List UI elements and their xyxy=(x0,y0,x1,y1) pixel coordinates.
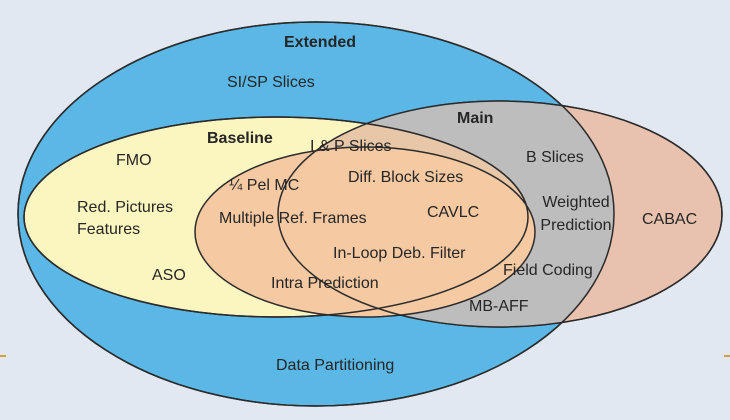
b-slices-label: B Slices xyxy=(526,149,584,166)
intra-prediction-label: Intra Prediction xyxy=(271,275,379,292)
red-pictures-label-line1: Red. Pictures xyxy=(77,199,174,216)
red-pictures-label-line2: Features xyxy=(77,221,141,238)
left-tick-mark xyxy=(0,355,6,357)
baseline-outline xyxy=(23,116,529,318)
in-loop-deb-filter-label: In-Loop Deb. Filter xyxy=(333,245,466,262)
core-ellipse xyxy=(194,146,536,318)
diff-block-sizes-label: Diff. Block Sizes xyxy=(348,169,464,186)
mb-aff-label: MB-AFF xyxy=(469,298,529,315)
extended-title: Extended xyxy=(284,34,357,51)
data-partitioning-label: Data Partitioning xyxy=(276,357,395,374)
si-sp-slices-label: SI/SP Slices xyxy=(227,74,315,91)
field-coding-label: Field Coding xyxy=(503,262,593,279)
cabac-label: CABAC xyxy=(642,211,698,228)
weighted-prediction-label-line1: Weighted xyxy=(542,194,610,211)
weighted-prediction-label-line2: Prediction xyxy=(540,217,612,234)
main-outline xyxy=(277,100,723,328)
fmo-label: FMO xyxy=(116,152,152,169)
multiple-ref-frames-label: Multiple Ref. Frames xyxy=(219,210,367,227)
quarter-pel-mc-label: ¼ Pel MC xyxy=(229,177,300,194)
main-title: Main xyxy=(457,110,494,127)
aso-label: ASO xyxy=(152,267,186,284)
cavlc-label: CAVLC xyxy=(427,204,480,221)
right-tick-mark xyxy=(724,355,730,357)
ip-slices-label: I & P Slices xyxy=(310,138,392,155)
extended-outline xyxy=(17,21,615,407)
baseline-title: Baseline xyxy=(207,130,273,147)
